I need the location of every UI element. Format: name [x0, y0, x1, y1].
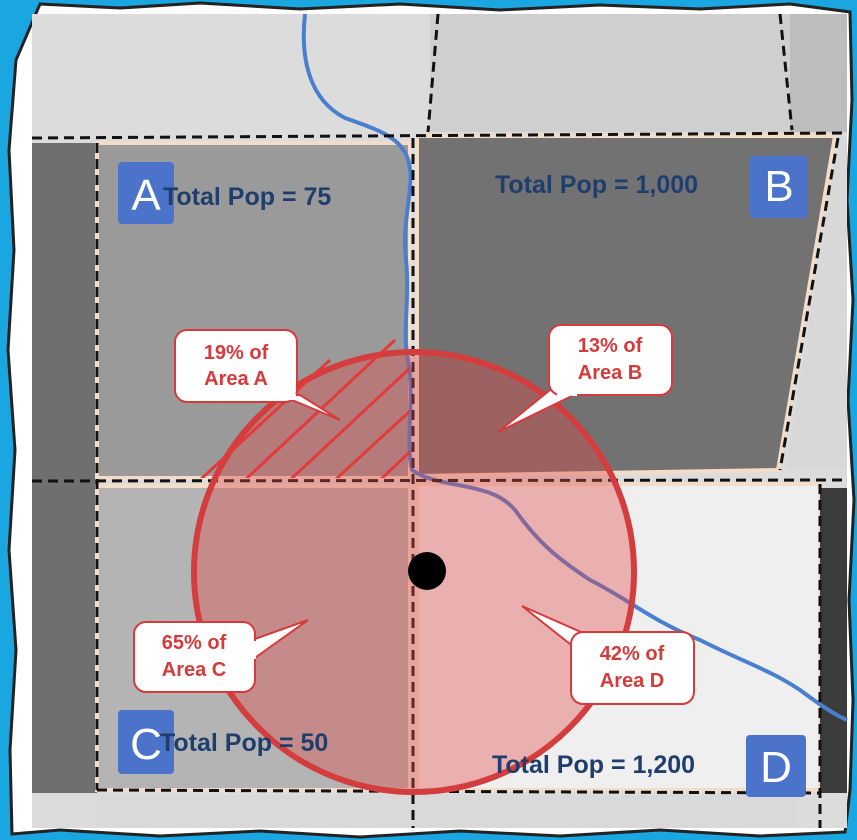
top-right-parcel	[430, 14, 790, 132]
area-c-letter: C	[130, 720, 162, 769]
area-b-polygon	[415, 134, 838, 479]
area-c-badge: C	[118, 710, 174, 774]
callout-d-line2: Area D	[600, 670, 664, 692]
center-point	[408, 552, 446, 590]
callout-area-b: 13% of Area B	[497, 324, 673, 433]
area-b-pop-label: Total Pop = 1,000	[495, 171, 698, 199]
right-light-parcel	[785, 136, 847, 470]
area-c-pop-label: Total Pop = 50	[160, 729, 328, 757]
callout-area-a: 19% of Area A	[174, 329, 341, 421]
bottom-strip	[97, 795, 797, 828]
area-a-letter: A	[131, 171, 161, 220]
callout-d-line1: 42% of	[600, 643, 665, 665]
callout-a-line1: 19% of	[204, 342, 269, 364]
area-b-badge: B	[750, 156, 808, 218]
area-a-pop-label: Total Pop = 75	[163, 183, 331, 211]
right-edge-parcel	[790, 14, 847, 132]
area-b-letter: B	[764, 162, 793, 211]
stream-line	[301, 13, 848, 722]
callout-area-d: 42% of Area D	[521, 605, 695, 705]
area-d-pop-label: Total Pop = 1,200	[492, 751, 695, 779]
area-d-badge: D	[746, 735, 806, 797]
area-d-letter: D	[760, 743, 792, 792]
callout-area-c: 65% of Area C	[133, 619, 309, 693]
area-a-badge: A	[118, 162, 174, 224]
callout-b-line1: 13% of	[578, 335, 643, 357]
left-strip	[32, 143, 97, 793]
callout-c-line2: Area C	[162, 659, 226, 681]
parcel-boundaries	[31, 13, 848, 828]
callout-a-line2: Area A	[204, 368, 268, 390]
callout-c-line1: 65% of	[162, 632, 227, 654]
callout-b-line2: Area B	[578, 362, 642, 384]
dark-right-parcel	[820, 488, 847, 793]
